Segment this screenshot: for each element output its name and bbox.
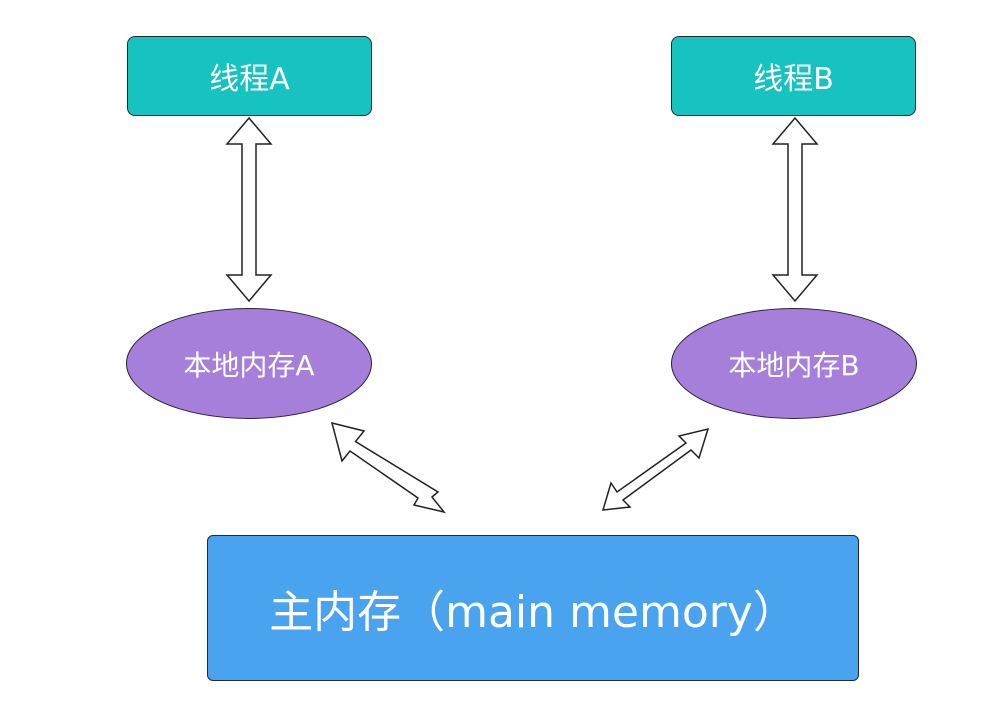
thread-a-box: 线程A [127,36,372,116]
arrow-thread-b-local-b [771,116,819,303]
local-memory-a-ellipse: 本地内存A [126,308,372,419]
main-memory-box: 主内存（main memory） [207,535,859,681]
local-memory-b-ellipse: 本地内存B [671,308,917,419]
thread-b-box: 线程B [671,36,916,116]
arrow-local-a-main [330,421,446,514]
main-memory-label: 主内存（main memory） [269,587,797,638]
local-memory-b-label: 本地内存B [728,348,860,382]
arrow-thread-a-local-a [225,116,273,303]
thread-b-label: 线程B [753,62,834,97]
thread-a-label: 线程A [209,62,290,97]
local-memory-a-label: 本地内存A [183,348,315,382]
arrow-local-b-main [601,427,710,511]
